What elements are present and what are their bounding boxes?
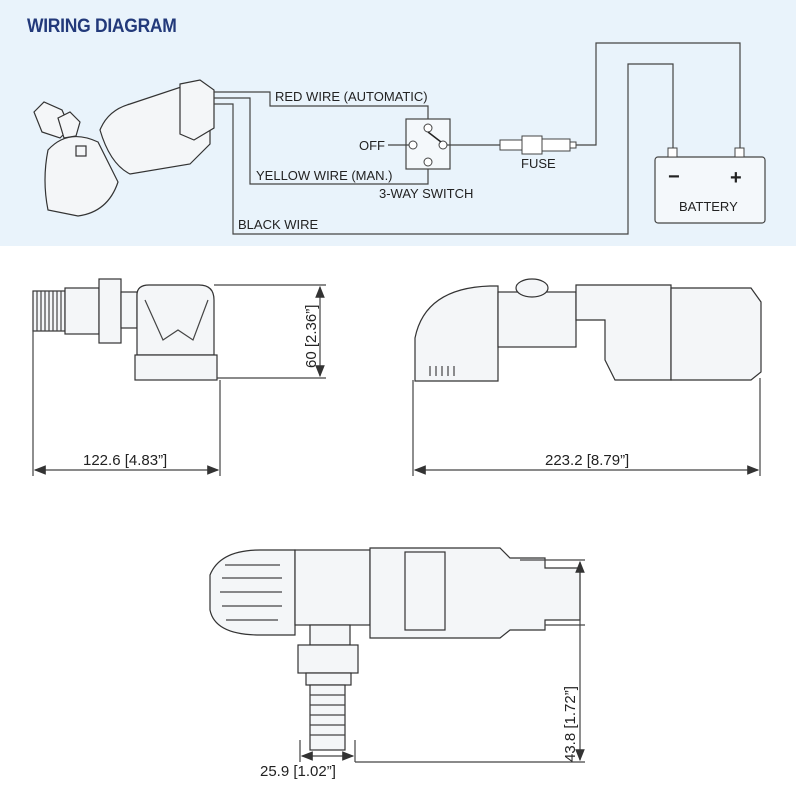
yellow-wire xyxy=(214,97,429,185)
wiring-schematic: RED WIRE (AUTOMATIC) YELLOW WIRE (MAN.) … xyxy=(33,42,766,235)
positive-wire xyxy=(576,42,741,148)
outlet-width-dimension: 25.9 [1.02”] xyxy=(260,763,336,780)
fuse-label: FUSE xyxy=(521,156,556,171)
side-height-dimension: 60 [2.36”] xyxy=(303,305,320,368)
side-length-dimension: 122.6 [4.83”] xyxy=(83,452,167,469)
yellow-wire-label: YELLOW WIRE (MAN.) xyxy=(256,168,393,183)
outlet-height-dimension: 43.8 [1.72”] xyxy=(562,686,579,762)
black-wire-label: BLACK WIRE xyxy=(238,217,319,232)
red-wire xyxy=(214,91,429,124)
side-view-drawing xyxy=(32,278,218,381)
front-view-drawing xyxy=(414,278,762,382)
wiring-diagram-title: WIRING DIAGRAM xyxy=(27,16,177,37)
black-wire xyxy=(214,63,674,235)
battery xyxy=(654,147,766,224)
wiring-diagram-panel: WIRING DIAGRAM RED WIRE (AUTOMATIC) YELL… xyxy=(0,0,796,246)
off-label: OFF xyxy=(359,138,385,153)
pump-illustration xyxy=(33,79,215,217)
switch-label: 3-WAY SWITCH xyxy=(379,186,473,201)
red-wire-label: RED WIRE (AUTOMATIC) xyxy=(275,89,428,104)
three-way-switch xyxy=(405,118,451,170)
battery-label: BATTERY xyxy=(679,199,738,214)
minus-sign: − xyxy=(668,166,680,188)
fuse xyxy=(499,135,577,155)
plus-sign: + xyxy=(730,167,742,189)
front-length-dimension: 223.2 [8.79”] xyxy=(545,452,629,469)
bottom-view-drawing xyxy=(209,547,581,751)
